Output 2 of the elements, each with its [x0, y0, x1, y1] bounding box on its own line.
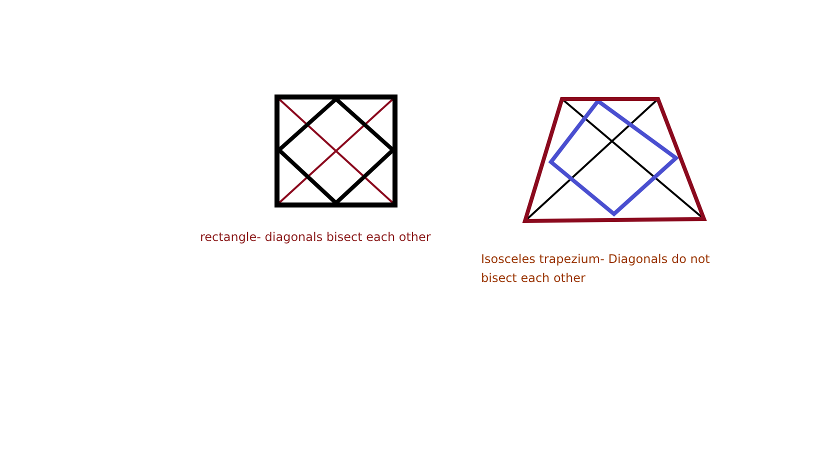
- caption: rectangle- diagonals bisect each other: [200, 229, 431, 246]
- caption: Isosceles trapezium- Diagonals do not bisect each other: [481, 251, 711, 287]
